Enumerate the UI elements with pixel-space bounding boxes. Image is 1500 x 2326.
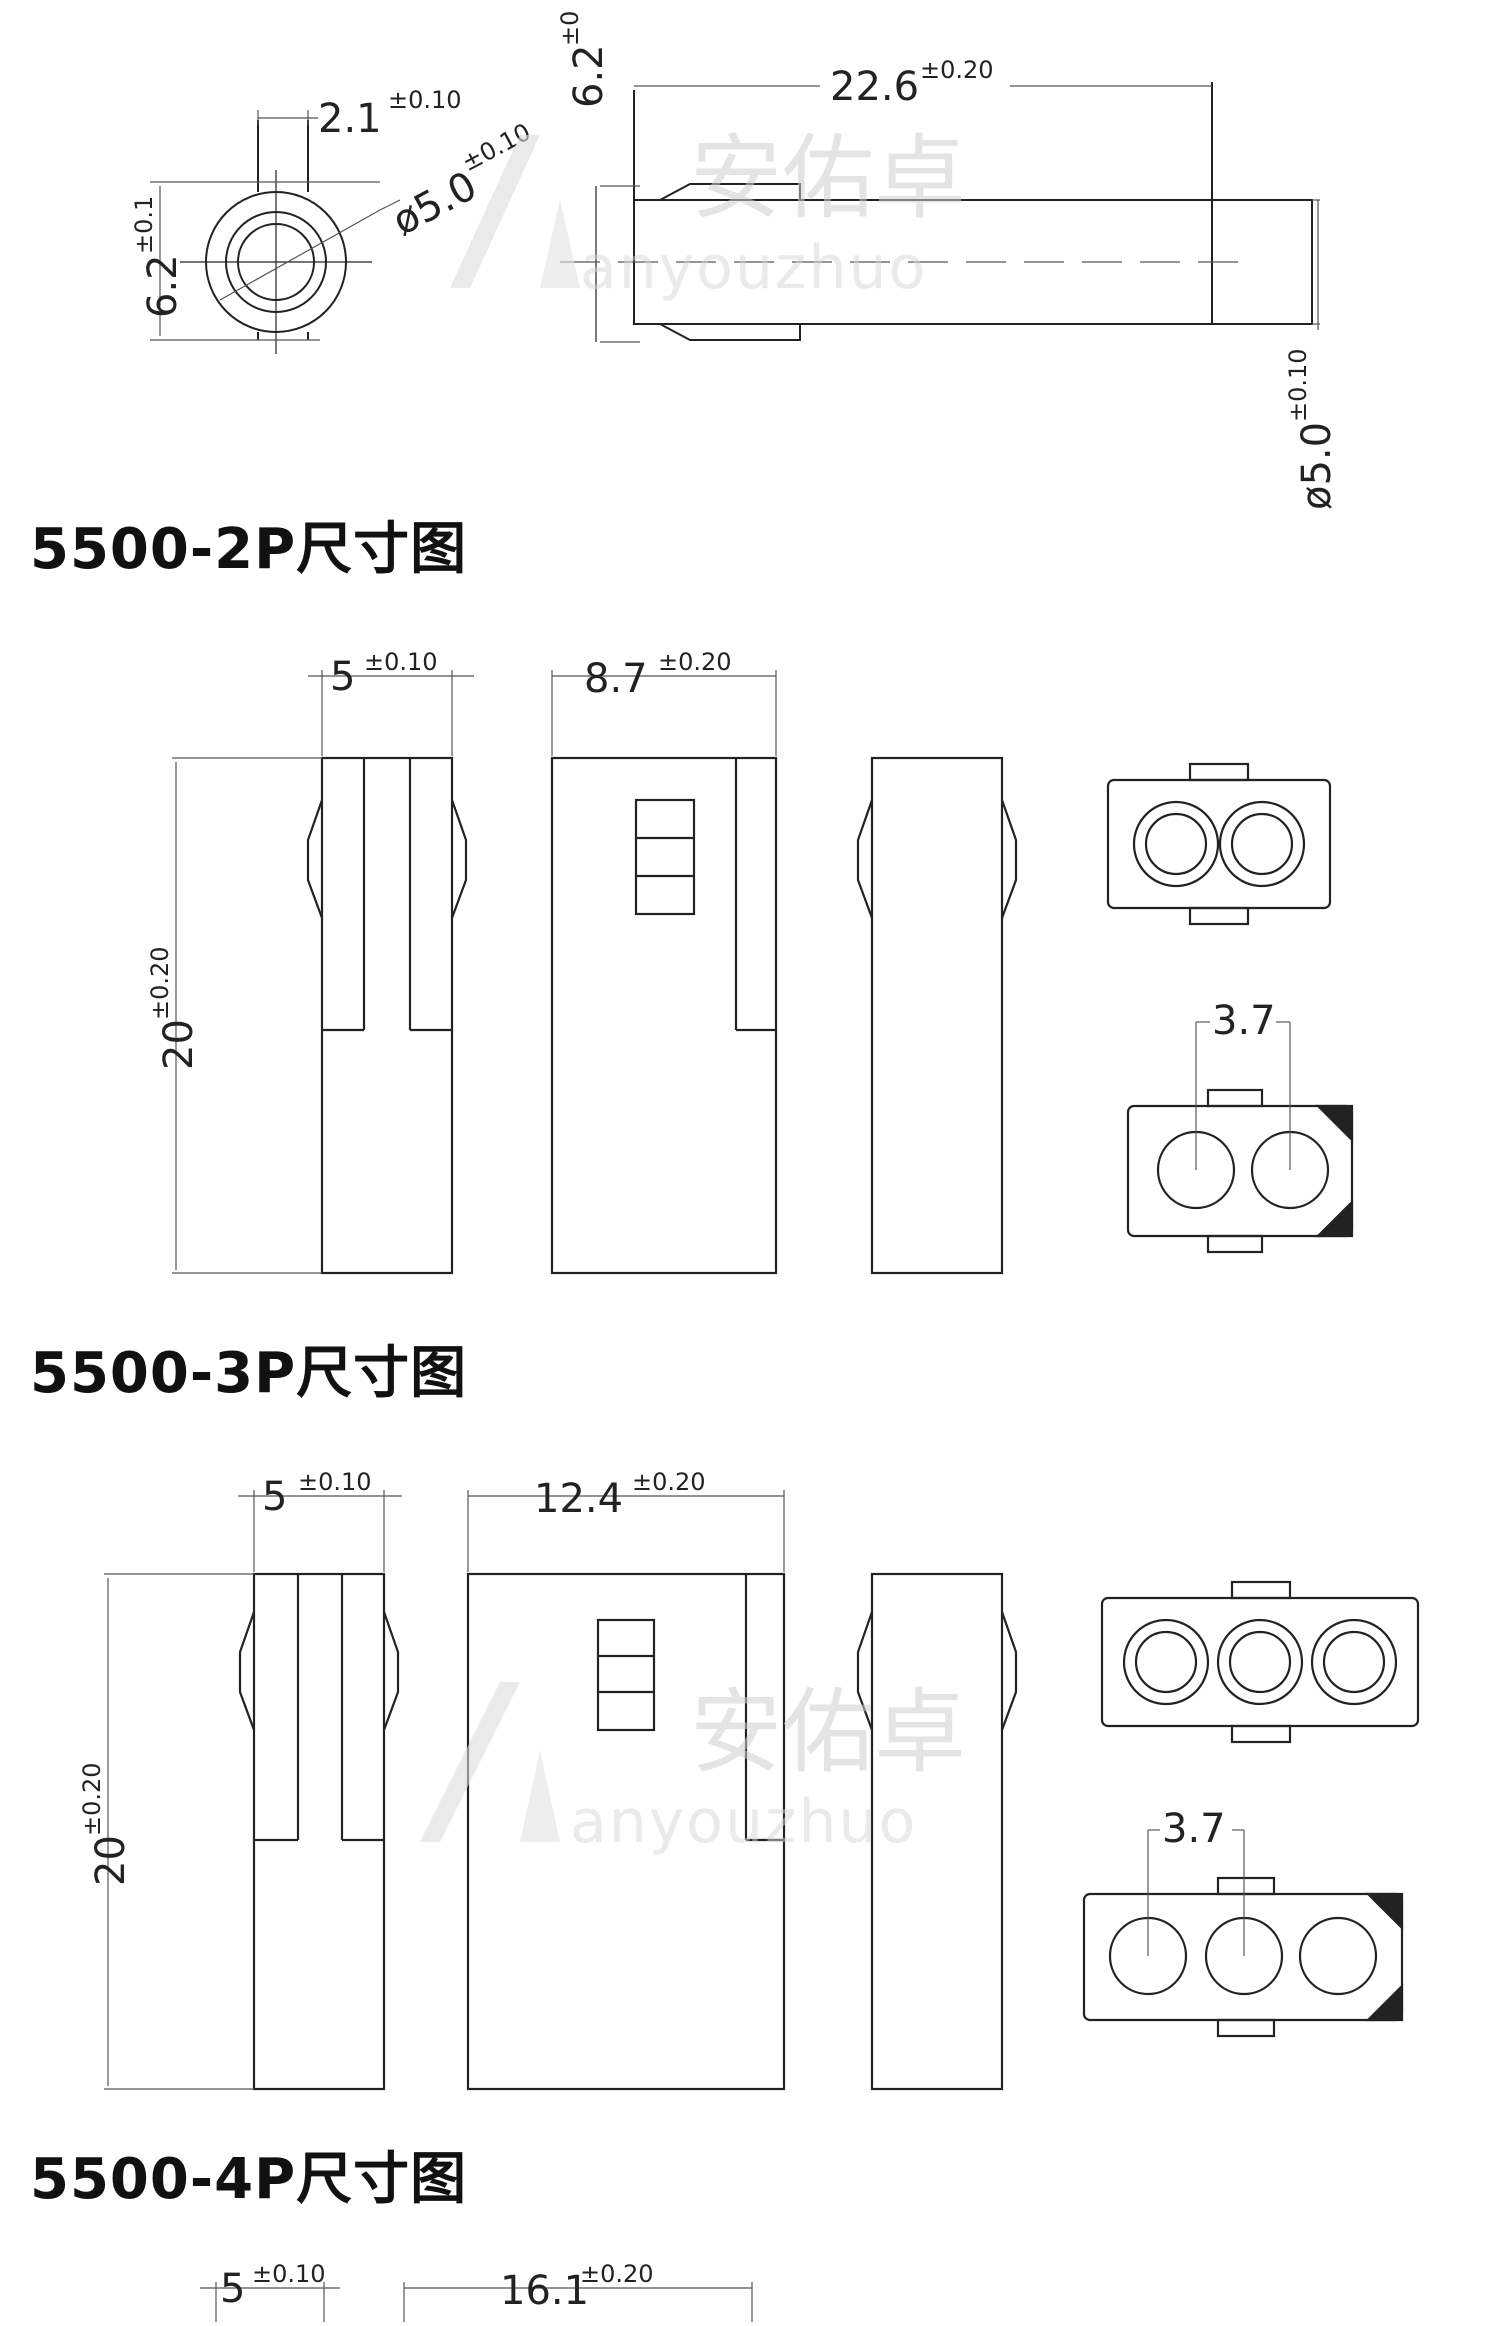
p2-front-view (550, 756, 778, 1275)
watermark-en-2: anyouzhuo (570, 1787, 917, 1857)
p2-height-label: 20 (156, 1019, 202, 1070)
p3-pitch-dims (1147, 1829, 1245, 1956)
p3-width-tol: ±0.10 (298, 1468, 372, 1496)
heading-5500-4p: 5500-4P尺寸图 (30, 2147, 468, 2212)
p3-body-width-label: 12.4 (534, 1476, 623, 1522)
p3-front-view (466, 1572, 786, 2091)
heading-5500-2p: 5500-2P尺寸图 (30, 517, 468, 582)
p2-dims (172, 670, 474, 1274)
p2-width-tol: ±0.10 (364, 648, 438, 676)
watermark-cn: 安佑卓 (690, 125, 966, 232)
pin-width-tol: ±0.10 (388, 86, 462, 114)
p2-width-label: 5 (330, 654, 355, 700)
length-label: 22.6 (830, 64, 919, 110)
length-tol: ±0.20 (920, 56, 994, 84)
p2-end-view-top (1106, 762, 1332, 926)
p4-body-width-label: 16.1 (500, 2268, 589, 2314)
watermark-logo-2: 安佑卓 anyouzhuo (420, 1679, 966, 1857)
p2-body-width-tol: ±0.20 (658, 648, 732, 676)
pin-height-label: 6.2 (140, 254, 186, 318)
p3-pitch-label: 3.7 (1162, 1806, 1226, 1852)
p3-side-view (238, 1572, 400, 2091)
watermark-en: anyouzhuo (580, 233, 927, 303)
p2-back-view (856, 756, 1018, 1275)
pin-height-tol: ±0.1 (130, 196, 158, 254)
pin-front-view (180, 120, 372, 354)
p4-dims (200, 2282, 753, 2322)
p2-end-view-bottom (1126, 1088, 1354, 1254)
p2-front-dims (551, 670, 777, 756)
p2-pitch-dims (1195, 1021, 1291, 1170)
p2-height-tol: ±0.20 (146, 946, 174, 1020)
p3-end-view-top (1100, 1580, 1420, 1744)
p4-body-width-tol: ±0.20 (580, 2260, 654, 2288)
side-height-tol: ±0 (556, 11, 584, 46)
p3-height-tol: ±0.20 (78, 1762, 106, 1836)
p3-body-width-tol: ±0.20 (632, 1468, 706, 1496)
p4-width-tol: ±0.10 (252, 2260, 326, 2288)
p3-width-label: 5 (262, 1474, 287, 1520)
side-height-label: 6.2 (566, 44, 612, 108)
side-diameter-label: ø5.0 (1294, 422, 1340, 510)
pin-front-dims (150, 110, 401, 341)
p4-width-label: 5 (220, 2266, 245, 2312)
pin-width-label: 2.1 (318, 96, 382, 142)
heading-5500-3p: 5500-3P尺寸图 (30, 1341, 468, 1406)
side-diameter-tol: ±0.10 (1284, 348, 1312, 422)
p2-body-width-label: 8.7 (584, 656, 648, 702)
p3-end-view-bottom (1082, 1876, 1404, 2038)
p2-side-view (306, 756, 468, 1275)
p2-pitch-label: 3.7 (1212, 998, 1276, 1044)
p3-back-view (856, 1572, 1018, 2091)
p3-height-label: 20 (88, 1835, 134, 1886)
p3-dims (104, 1490, 402, 2090)
p3-front-dims (467, 1490, 785, 1572)
watermark-cn-2: 安佑卓 (690, 1679, 966, 1786)
pin-side-dims (560, 85, 1320, 343)
watermark-logo: 安佑卓 anyouzhuo (450, 125, 966, 303)
